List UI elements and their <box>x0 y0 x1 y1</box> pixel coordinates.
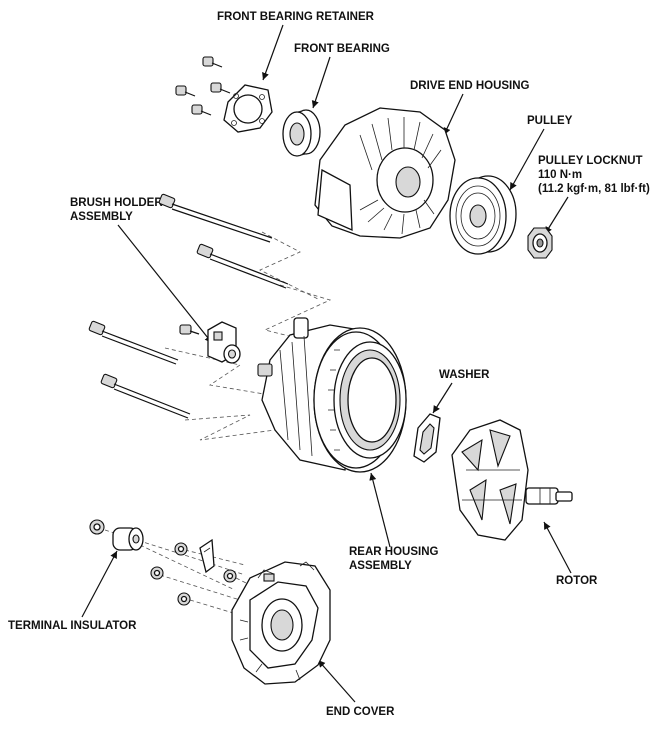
label-pulley-locknut: PULLEY LOCKNUT <box>538 155 643 167</box>
rotor <box>451 419 573 541</box>
label-terminal-insulator: TERMINAL INSULATOR <box>8 620 137 632</box>
front-bearing <box>282 109 321 157</box>
rear-housing-assembly <box>257 317 407 473</box>
leader-lines <box>81 24 572 703</box>
label-washer: WASHER <box>439 369 490 381</box>
label-rotor: ROTOR <box>556 575 598 587</box>
retainer-bolts <box>175 56 231 116</box>
front-bearing-retainer <box>223 84 273 133</box>
label-front-bearing: FRONT BEARING <box>294 43 390 55</box>
label-rear-housing-line1: REAR HOUSING <box>349 546 439 558</box>
label-end-cover: END COVER <box>326 706 395 718</box>
label-drive-end-housing: DRIVE END HOUSING <box>410 80 530 92</box>
label-front-bearing-retainer: FRONT BEARING RETAINER <box>217 11 375 23</box>
alignment-lines <box>104 231 332 619</box>
drive-end-housing <box>314 107 456 239</box>
brush-holder-assembly <box>179 321 241 364</box>
through-bolts <box>88 193 289 419</box>
terminal-insulator <box>89 519 144 551</box>
end-cover-nuts <box>150 538 237 606</box>
pulley <box>449 175 517 255</box>
washer <box>413 413 441 463</box>
label-brush-holder-line2: ASSEMBLY <box>70 211 133 223</box>
label-brush-holder-line1: BRUSH HOLDER <box>70 197 163 209</box>
label-torque-nm: 110 N·m <box>538 169 582 181</box>
pulley-locknut <box>527 227 553 259</box>
label-rear-housing-line2: ASSEMBLY <box>349 560 412 572</box>
label-pulley: PULLEY <box>527 115 573 127</box>
label-torque-alt: (11.2 kgf·m, 81 lbf·ft) <box>538 183 650 195</box>
end-cover <box>231 561 331 685</box>
